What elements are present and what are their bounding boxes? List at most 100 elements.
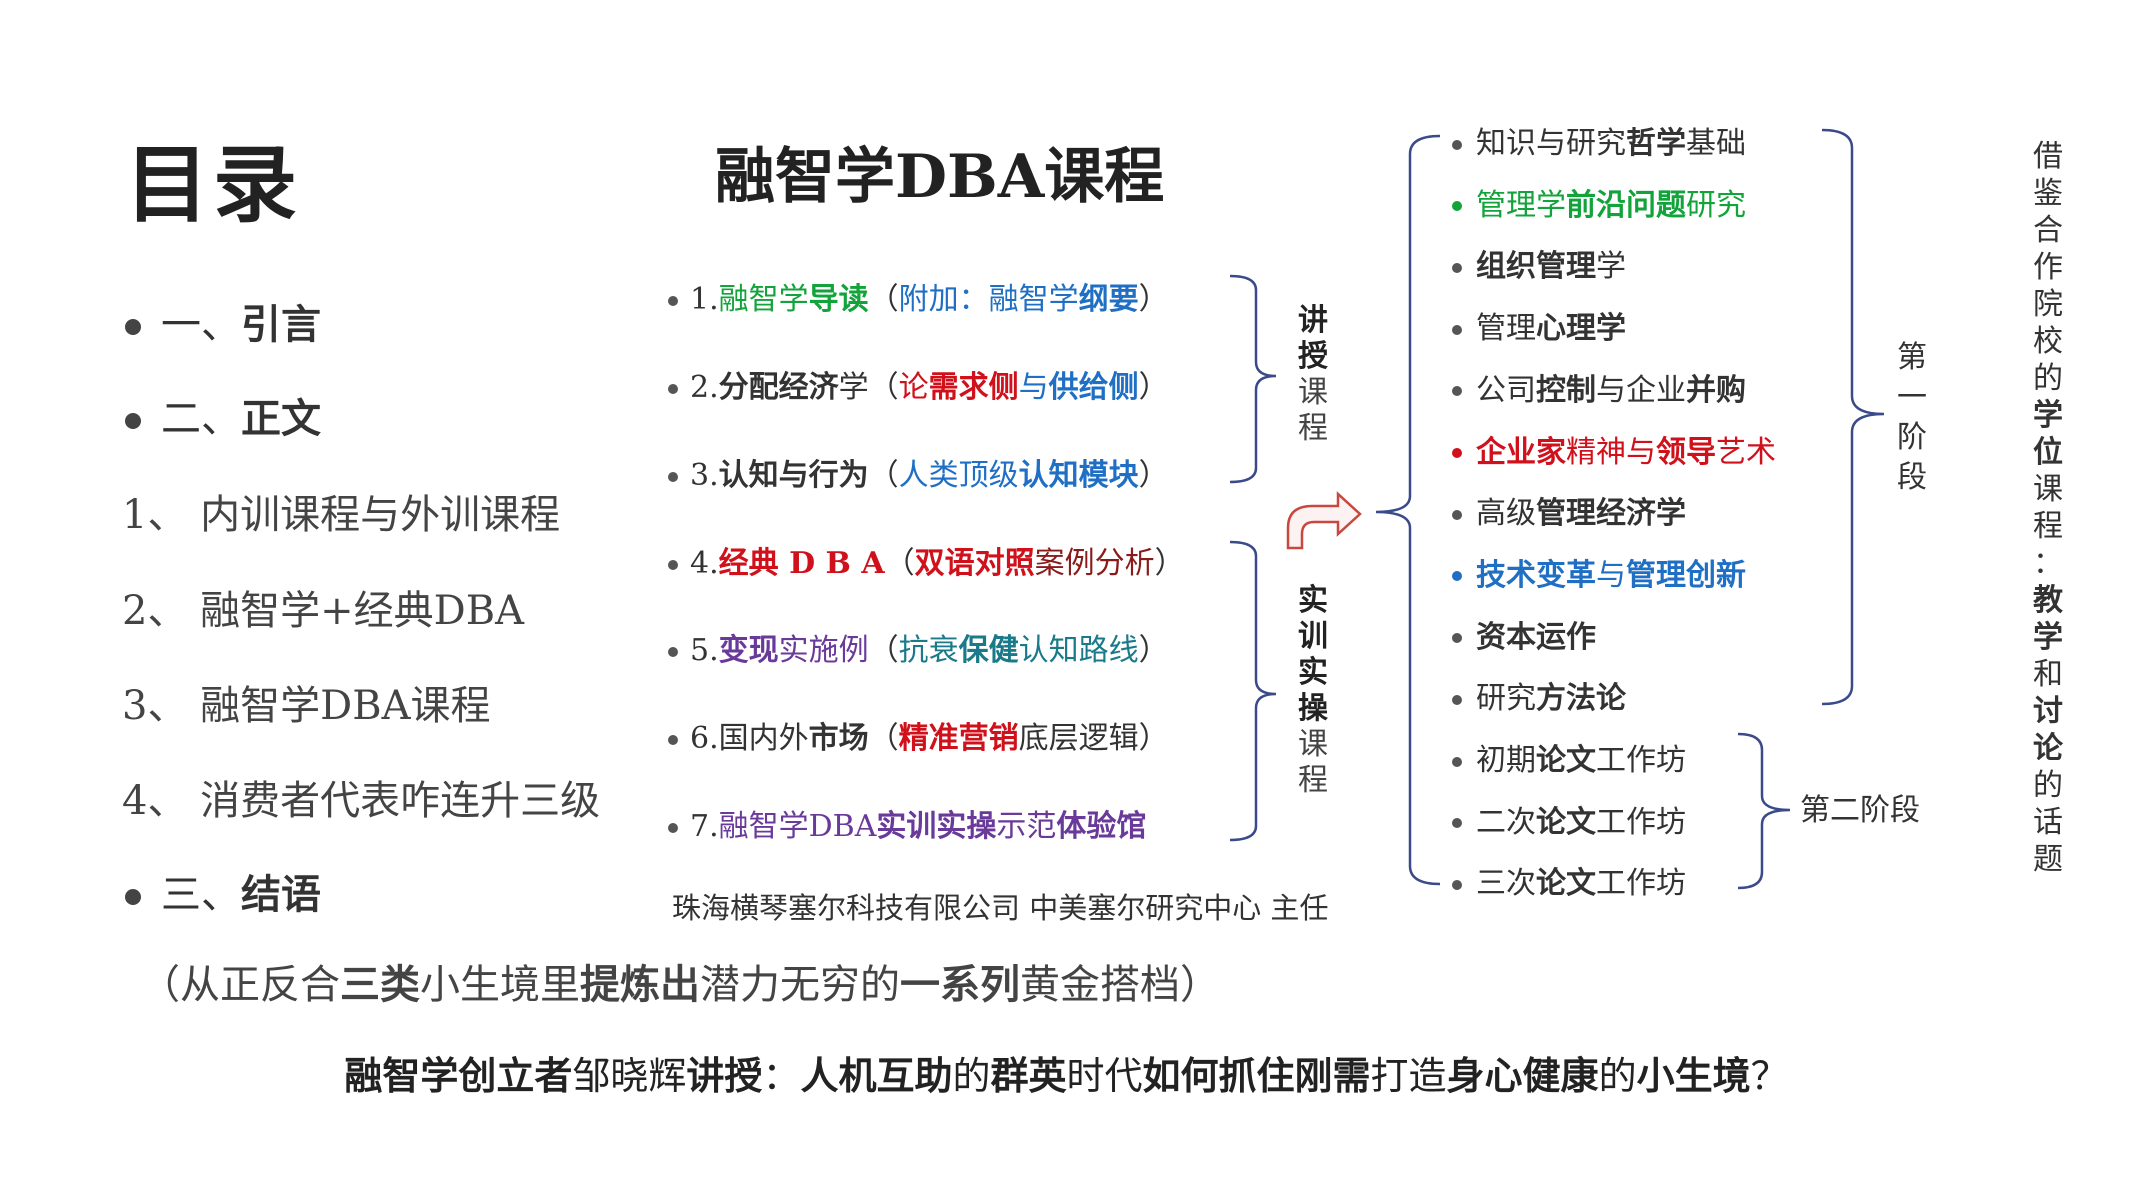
module-item[interactable]: 初期论文工作坊 [1452,735,1686,779]
text-segment: 企业家 [1476,434,1566,470]
bullet-icon [1452,201,1462,212]
toc-item-body-label: 正文 [241,396,321,442]
module-item[interactable]: 组织管理学 [1452,241,1626,285]
toc-subitem[interactable]: 4、 消费者代表咋连升三级 [122,778,601,824]
bullet-icon [668,384,678,394]
text-segment: ： [762,1054,801,1098]
toc-subitem[interactable]: 3、 融智学DBA课程 [122,683,491,729]
text-segment: （ [868,458,899,493]
text-segment: 实训实操 [876,809,997,844]
course-item[interactable]: 2.分配经济学（论需求侧与供给侧） [668,362,1169,406]
bullet-icon [1452,633,1462,644]
text-segment: 实施例 [778,633,869,668]
text-segment: 融智学 [718,282,809,317]
text-segment: 与企业 [1596,372,1686,408]
text-segment: ） [1138,721,1169,756]
side-note-vertical: 借鉴合作院校的学位课程：教学和讨论的话题 [2033,139,2063,877]
practice-bracket [1229,540,1277,842]
text-segment: 6. [690,721,719,756]
group-practice-label: 实训实操课程 [1298,583,1328,798]
text-segment: 体验馆 [1056,809,1147,844]
text-segment: ？ [1750,1054,1789,1098]
course-item[interactable]: 4.经典 D B A（双语对照案例分析） [668,538,1185,582]
text-segment: 融智学DBA [718,809,877,844]
bullet-icon [1452,571,1462,582]
text-segment: 国内外 [718,721,809,756]
text-segment: 4. [690,546,719,581]
modules-bracket [1375,134,1441,886]
module-item[interactable]: 三次论文工作坊 [1452,858,1686,902]
module-item[interactable]: 技术变革与管理创新 [1452,550,1746,594]
toc-item-conclusion[interactable]: 三、结语 [125,862,321,920]
text-segment: 一系列 [900,962,1020,1008]
text-segment: 资本运作 [1476,619,1596,655]
module-item[interactable]: 知识与研究哲学基础 [1452,118,1746,162]
stage-two-label: 第二阶段 [1800,793,1920,828]
page-title: 目录 [125,136,302,234]
text-segment: 5. [690,633,719,668]
stage-two-bracket [1737,732,1791,890]
text-segment: 学（ [838,370,899,405]
text-segment: 初期 [1476,743,1536,778]
text-segment: 打造 [1370,1054,1447,1098]
text-segment: 知识与研究 [1476,126,1626,161]
bullet-icon [668,560,678,570]
toc-item-intro-label: 引言 [241,302,321,348]
text-segment: 论文 [1536,866,1596,902]
toc-subitem[interactable]: 1、 内训课程与外训课程 [122,492,561,538]
course-item[interactable]: 7.融智学DBA实训实操示范体验馆 [668,801,1146,845]
text-segment: 领导 [1656,434,1716,470]
text-segment: 公司 [1476,372,1536,408]
toc-subitem[interactable]: 2、 融智学+经典DBA [122,588,525,634]
toc-item-conclusion-label: 结语 [241,872,321,918]
bullet-icon [1452,756,1462,767]
text-segment: ） [1154,546,1185,581]
text-segment: 纲要 [1078,282,1139,317]
text-segment: 抗衰 [898,633,959,668]
course-item[interactable]: 3.认知与行为（人类顶级认知模块） [668,450,1169,494]
text-segment: ） [1138,370,1169,405]
text-segment: 心理学 [1536,311,1626,347]
module-item[interactable]: 研究方法论 [1452,673,1626,717]
text-segment: 2. [690,370,719,405]
text-segment: 小生境里 [420,962,580,1008]
text-segment: 7. [690,809,719,844]
module-item[interactable]: 二次论文工作坊 [1452,797,1686,841]
module-item[interactable]: 管理心理学 [1452,303,1626,347]
text-segment: 研究 [1476,681,1536,717]
text-segment: 管理学 [1476,187,1566,223]
text-segment: 工作坊 [1596,743,1686,778]
bullet-icon [668,735,678,745]
text-segment: 分配经济 [718,370,839,405]
course-item[interactable]: 6.国内外市场（精准营销底层逻辑） [668,713,1169,757]
toc-item-intro[interactable]: 一、引言 [125,292,321,350]
text-segment: 潜力无穷的 [700,962,900,1008]
module-item[interactable]: 公司控制与企业并购 [1452,365,1746,409]
text-segment: 示范 [996,809,1057,844]
module-item[interactable]: 企业家精神与领导艺术 [1452,427,1776,471]
module-item[interactable]: 资本运作 [1452,612,1596,656]
course-item[interactable]: 1.融智学导读（附加：融智学纲要） [668,274,1169,318]
text-segment: 案例分析 [1034,546,1155,581]
bullet-icon [668,472,678,482]
text-segment: （从正反合 [140,962,340,1008]
course-item[interactable]: 5.变现实施例（抗衰保健认知路线） [668,625,1169,669]
text-segment: 人机互助 [800,1054,953,1098]
text-segment: 认知路线 [1018,633,1139,668]
bullet-icon [668,823,678,833]
text-segment: 身心健康 [1446,1054,1599,1098]
bullet-icon [125,413,141,429]
bullet-icon [1452,386,1462,397]
text-segment: 提炼出 [580,962,700,1008]
text-segment: 组织管理 [1476,249,1596,285]
text-segment: 哲学 [1626,126,1686,161]
text-segment: 管理经济学 [1536,496,1686,532]
text-segment: 控制 [1536,372,1596,408]
curved-arrow-icon [1286,491,1362,550]
module-item[interactable]: 管理学前沿问题研究 [1452,180,1746,224]
bullet-icon [1452,694,1462,705]
module-item[interactable]: 高级管理经济学 [1452,488,1686,532]
toc-item-body[interactable]: 二、正文 [125,386,321,444]
text-segment: 与 [1596,557,1626,593]
